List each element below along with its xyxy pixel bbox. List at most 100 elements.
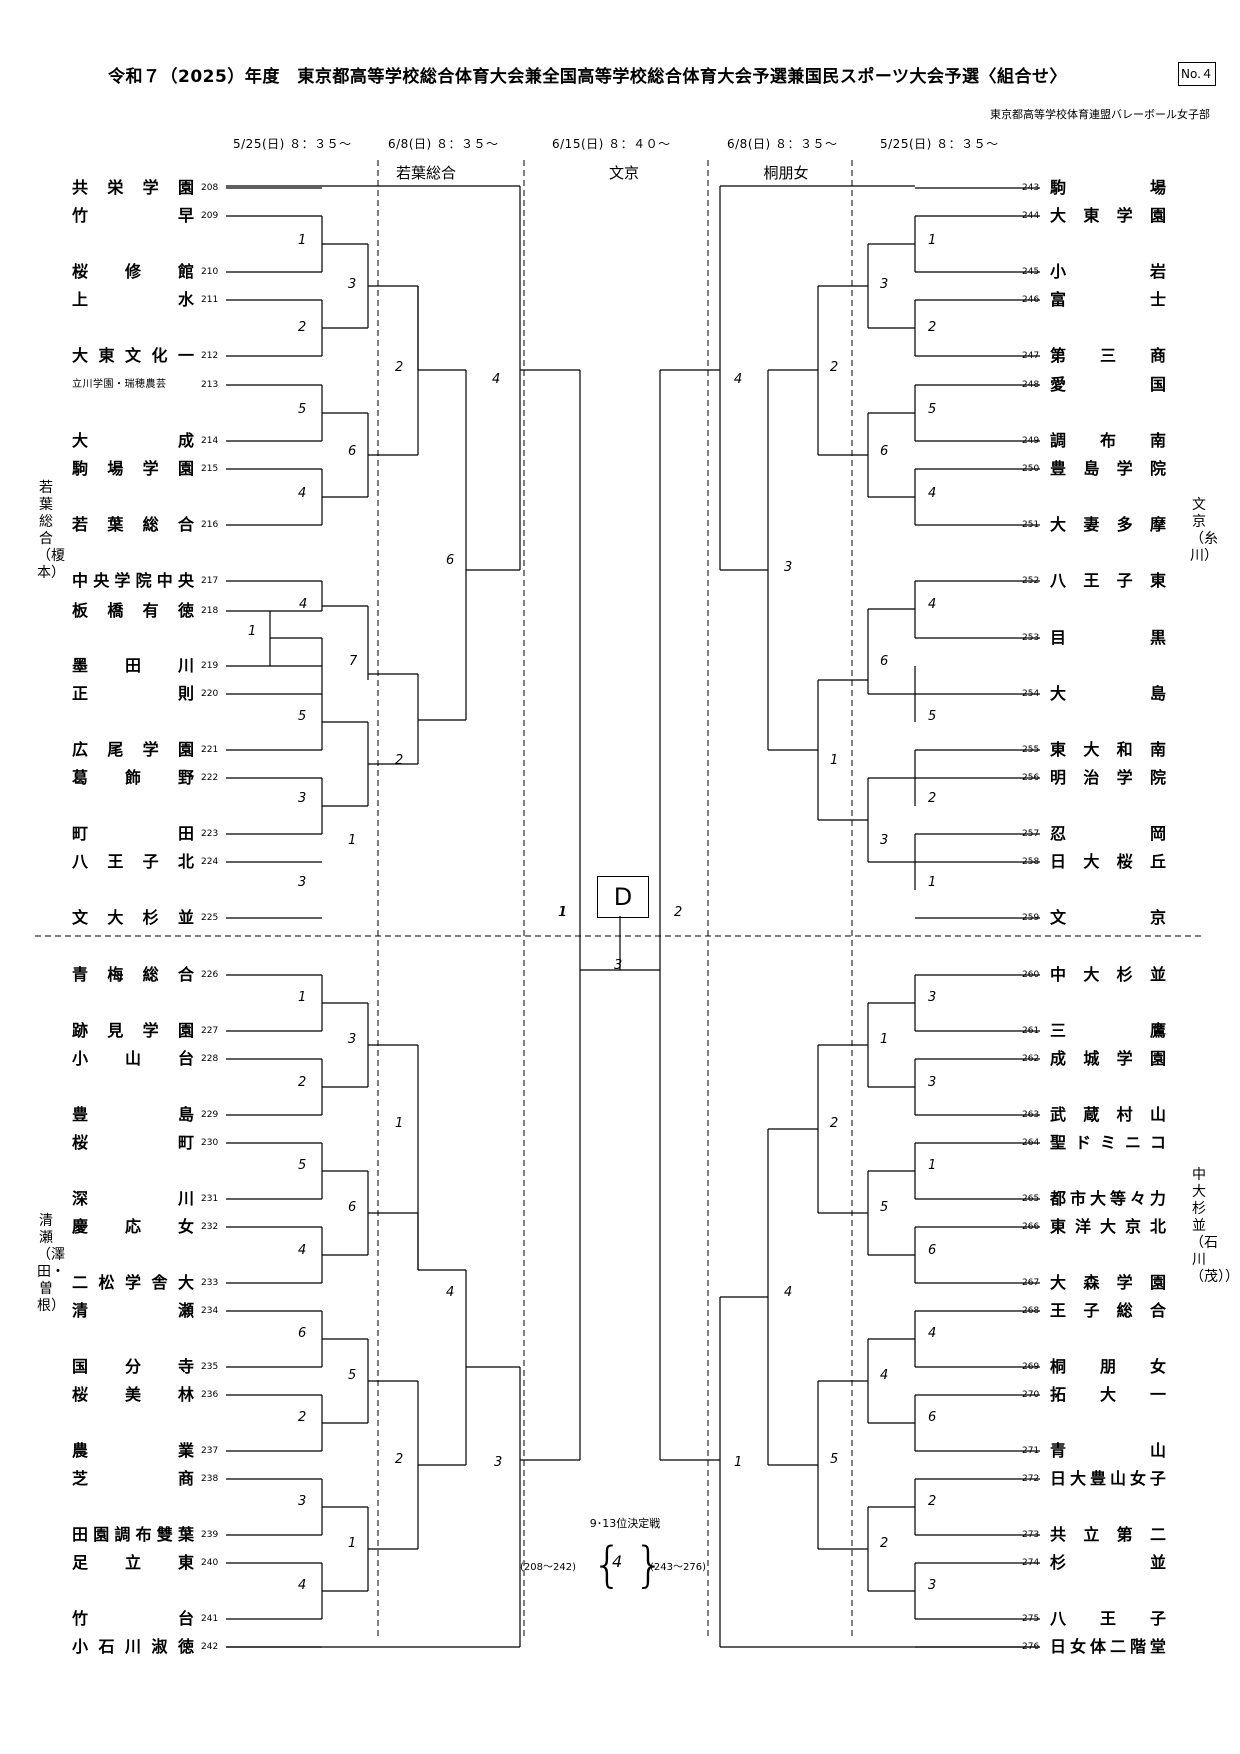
team-name-char: 尾: [107, 740, 124, 759]
team-name-char: 日: [1050, 852, 1067, 871]
court-number: 3: [298, 875, 307, 890]
team-number: 215: [201, 464, 219, 474]
court-number: 4: [492, 372, 501, 387]
team-name: 上水: [72, 290, 194, 310]
team-name-char: 川: [124, 1637, 141, 1656]
team-name-char: 川: [177, 656, 194, 675]
team-name-char: 大: [107, 908, 124, 927]
date-label-r2-right: 6/8(日) ８：３５～: [727, 137, 838, 151]
team-name-char: 大: [1050, 1273, 1067, 1292]
team-name-char: 女: [1069, 1637, 1086, 1656]
team-number: 214: [201, 436, 219, 446]
team-number: 242: [201, 1642, 219, 1652]
team-name-char: 園: [1149, 206, 1166, 225]
court-number: 6: [348, 1200, 357, 1215]
team-name: 桜町: [72, 1133, 194, 1153]
court-number: 4: [298, 1243, 307, 1258]
team-name-char: 中: [72, 571, 89, 590]
team-name-char: 階: [1129, 1637, 1146, 1656]
court-number: 3: [928, 1075, 937, 1090]
court-number: 2: [298, 1410, 307, 1425]
team-name-char: 合: [177, 515, 194, 534]
team-name-char: 杉: [1050, 1553, 1067, 1572]
team-name: 慶応女: [72, 1217, 194, 1237]
court-number: 3: [348, 1032, 357, 1047]
team-name-char: ニ: [1124, 1133, 1141, 1152]
team-name-char: 東: [98, 346, 115, 365]
team-name-char: 村: [1116, 1105, 1133, 1124]
team-name-char: 院: [135, 571, 152, 590]
team-number: 232: [201, 1222, 219, 1232]
team-name-char: 商: [1149, 346, 1166, 365]
team-number: 212: [201, 351, 219, 361]
team-name-char: 修: [124, 262, 141, 281]
team-name-char: 東: [1083, 206, 1100, 225]
team-name-char: 板: [72, 601, 89, 620]
team-name: 豊島: [72, 1105, 194, 1125]
team-name-char: コ: [1149, 1133, 1166, 1152]
team-name-char: 々: [1129, 1189, 1146, 1208]
court-number: 2: [928, 1494, 937, 1509]
court-number: 4: [928, 597, 937, 612]
team-name-char: 深: [72, 1189, 89, 1208]
team-name: 桜美林: [72, 1385, 194, 1405]
court-number: 2: [928, 791, 937, 806]
team-name-char: 学: [142, 459, 159, 478]
court-number: 2: [395, 753, 404, 768]
consolation-left-range: (208～242): [520, 1562, 576, 1573]
consolation-left-brace: {: [592, 1537, 623, 1593]
team-name-char: 大: [1050, 684, 1067, 703]
team-name: 青梅総合: [72, 965, 194, 985]
page-title: 令和７（2025）年度 東京都高等学校総合体育大会兼全国高等学校総合体育大会予選…: [108, 67, 1067, 87]
team-name-char: 北: [1149, 1217, 1166, 1236]
date-label-final: 6/15(日) ８：４０～: [552, 137, 671, 151]
court-number: 3: [784, 560, 793, 575]
team-number: 217: [201, 576, 219, 586]
team-name-char: 梅: [107, 965, 124, 984]
court-d-marker: D: [597, 876, 649, 918]
team-name-char: 川: [177, 1189, 194, 1208]
court-number: 6: [928, 1243, 937, 1258]
team-number: 209: [201, 211, 219, 221]
team-name-char: 二: [1109, 1637, 1126, 1656]
team-name-char: 女: [1129, 1469, 1146, 1488]
court-number: 5: [298, 1158, 307, 1173]
team-name-char: 杉: [142, 908, 159, 927]
team-name-char: 東: [1149, 571, 1166, 590]
team-name-char: 葉: [107, 515, 124, 534]
team-name-char: 拓: [1050, 1385, 1067, 1404]
team-name-char: 竹: [72, 1609, 89, 1628]
court-number: 1: [830, 753, 839, 768]
team-name-char: 第: [1050, 346, 1067, 365]
team-name-char: 大: [72, 346, 89, 365]
team-name-char: 総: [142, 965, 159, 984]
team-name: 拓大一: [1050, 1385, 1166, 1405]
team-name: 青山: [1050, 1441, 1166, 1461]
court-number: 4: [299, 597, 308, 612]
team-name-char: 雙: [156, 1525, 173, 1544]
team-name-char: 共: [1050, 1525, 1067, 1544]
team-name: 豊島学院: [1050, 459, 1166, 479]
court-number: 3: [928, 1578, 937, 1593]
team-name-char: 南: [1149, 740, 1166, 759]
team-name-char: 葛: [72, 768, 89, 787]
team-number: 223: [201, 829, 219, 839]
team-name: 芝商: [72, 1469, 194, 1489]
team-name-char: 学: [1116, 1273, 1133, 1292]
team-name: 日女体二階堂: [1050, 1637, 1166, 1657]
team-name-char: 士: [1149, 290, 1166, 309]
team-name-char: 場: [107, 459, 124, 478]
team-name-char: 堂: [1149, 1637, 1166, 1656]
team-name: 東大和南: [1050, 740, 1166, 760]
team-name-char: ド: [1074, 1133, 1091, 1152]
team-name-char: 化: [151, 346, 168, 365]
team-name-char: 大: [1089, 1189, 1106, 1208]
team-name-char: 体: [1089, 1637, 1106, 1656]
team-name-char: 妻: [1083, 515, 1100, 534]
team-name-char: 場: [1149, 178, 1166, 197]
date-label-r2-left: 6/8(日) ８：３５～: [388, 137, 499, 151]
team-name-char: 明: [1050, 768, 1067, 787]
team-name-char: 並: [1149, 1553, 1166, 1572]
team-name-char: 丘: [1149, 852, 1166, 871]
